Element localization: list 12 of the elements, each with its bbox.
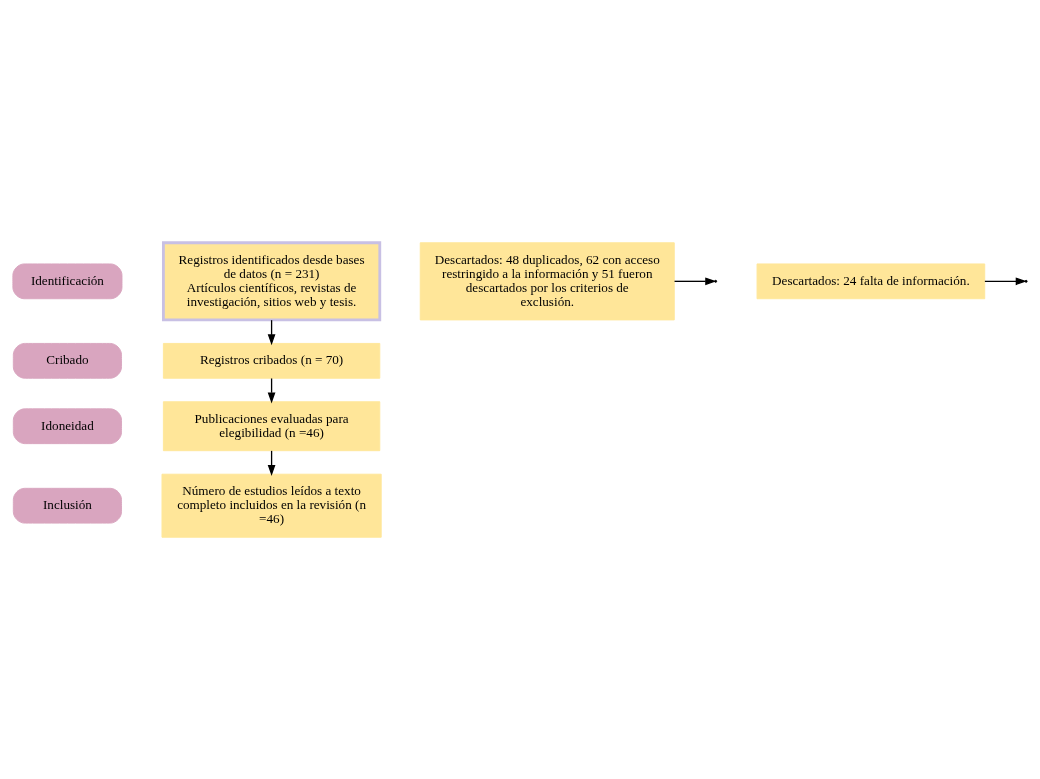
arrow — [984, 276, 1027, 285]
node-box: Cribado — [12, 342, 122, 379]
node-box: Descartados: 24 falta de información. — [756, 262, 986, 299]
node-box: Número de estudios leídos a texto completo incluidos en la revisión (n =46) — [161, 473, 382, 538]
node-box: Idoneidad — [12, 407, 122, 444]
node-box: Registros cribados (n = 70) — [162, 342, 381, 379]
node-box: Inclusión — [12, 487, 122, 524]
node-box: Descartados: 48 duplicados, 62 con acceso restringido a la información y 51 fueron descartados por los criterios de exclusión. — [419, 241, 675, 320]
node-box: Identificación — [12, 262, 123, 299]
node-box: Publicaciones evaluadas para elegibilidad (n =46) — [162, 400, 381, 451]
node-box: Registros identificados desde bases de datos (n = 231) Artículos científicos, revistas de investigación, sitios web y tesis. — [162, 240, 382, 321]
arrow — [673, 276, 717, 285]
